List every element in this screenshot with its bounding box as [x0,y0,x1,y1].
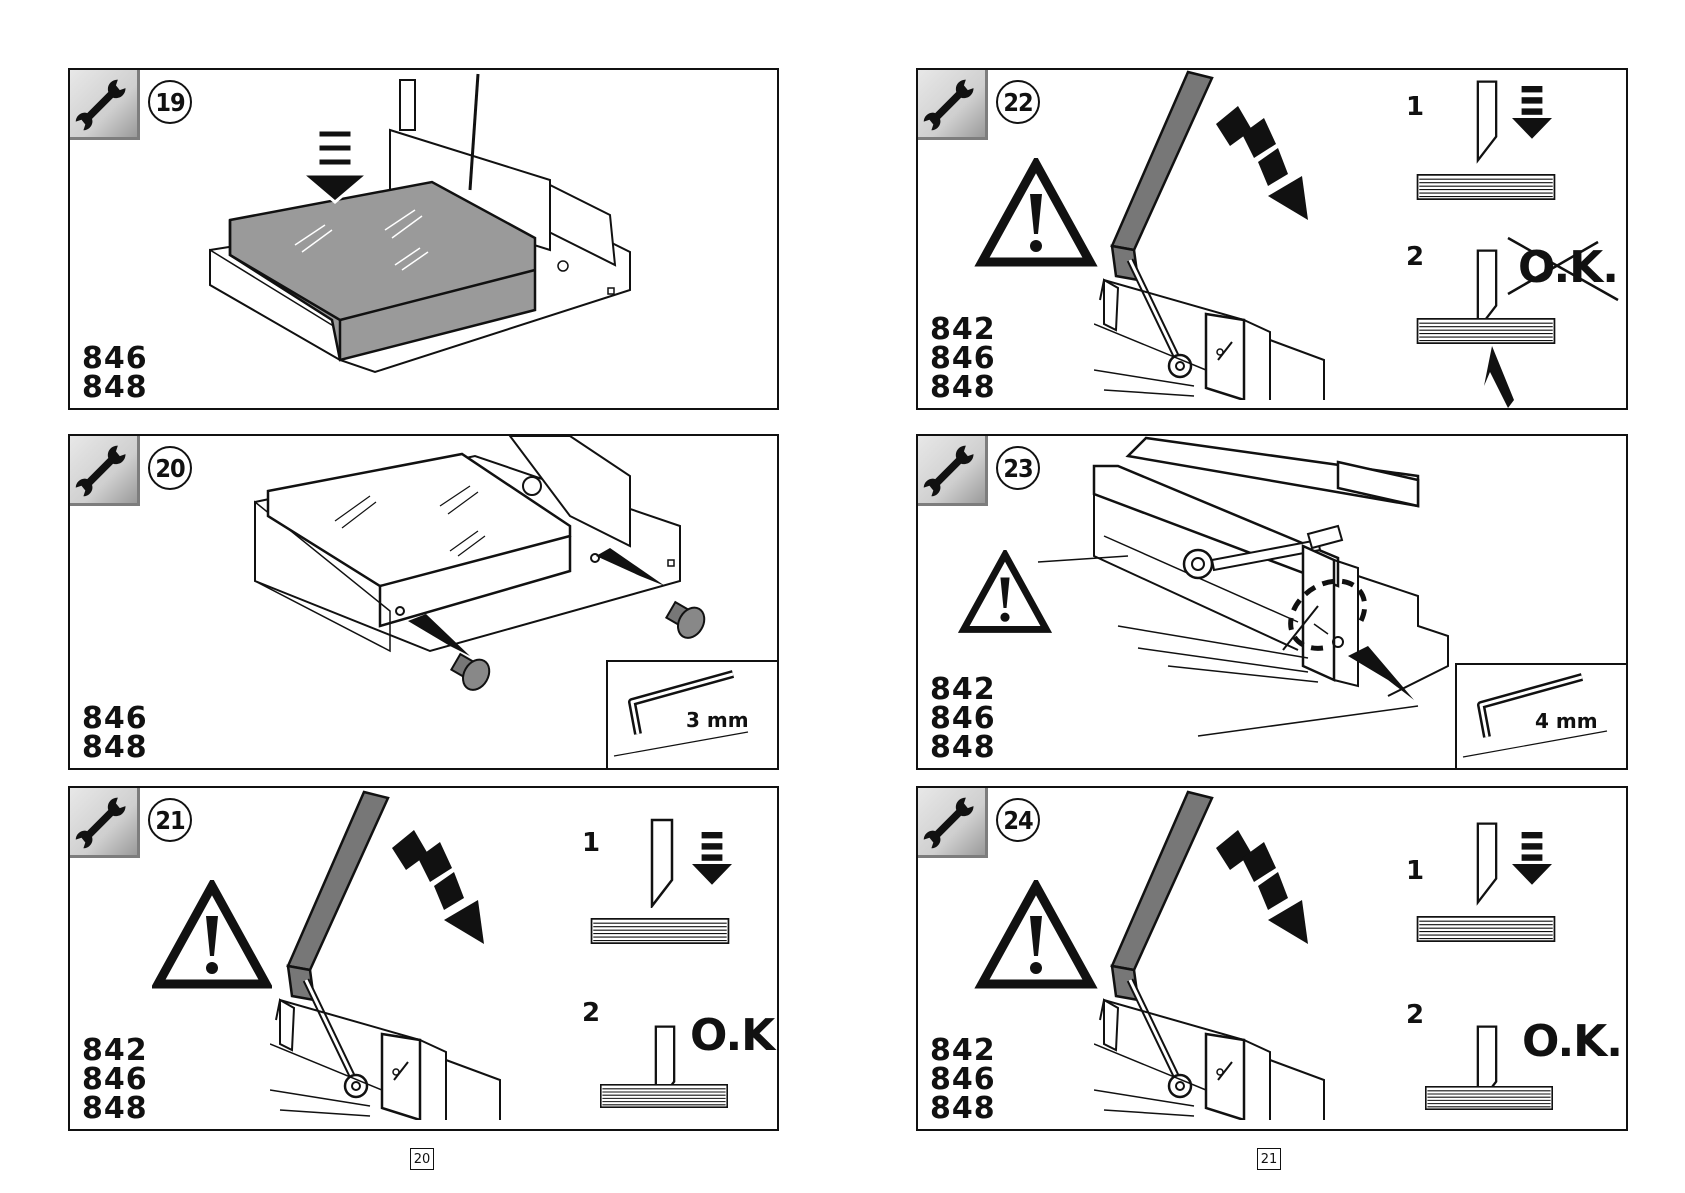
guard-installation-illustration [70,70,779,410]
down-arrow-icon [692,832,732,885]
allen-key-inset: 3 mm [606,660,777,768]
substep-1-label: 1 [1406,856,1424,886]
substep-2-label: 2 [1406,242,1424,272]
down-arrow-icon [1512,86,1552,139]
down-arrow-icon [1512,832,1552,885]
substep-2-label: 2 [1406,1000,1424,1030]
substep-2-label: 2 [582,998,600,1028]
warning-triangle-icon [982,886,1090,984]
rotate-arrow-icon [1216,830,1308,944]
blade-final-check-illustration [918,788,1628,1131]
allen-key-inset: 4 mm [1455,663,1626,768]
page-number-left: 20 [410,1148,434,1170]
warning-triangle-icon [982,164,1090,262]
blade-check-illustration [70,788,779,1131]
ok-label: O.K. [1522,1016,1622,1067]
allen-key-size: 4 mm [1535,709,1598,733]
substep-1-label: 1 [582,828,600,858]
warning-triangle-icon [964,555,1046,630]
page-number-right: 21 [1257,1148,1281,1170]
warning-triangle-icon [158,886,266,984]
ok-label: O.K. [690,1010,779,1061]
rotate-arrow-icon [392,830,484,944]
ok-label-crossed: O.K. [1518,242,1618,293]
substep-1-label: 1 [1406,92,1424,122]
blade-incorrect-illustration [918,70,1628,410]
rotate-arrow-icon [1216,106,1308,220]
allen-key-size: 3 mm [686,708,749,732]
